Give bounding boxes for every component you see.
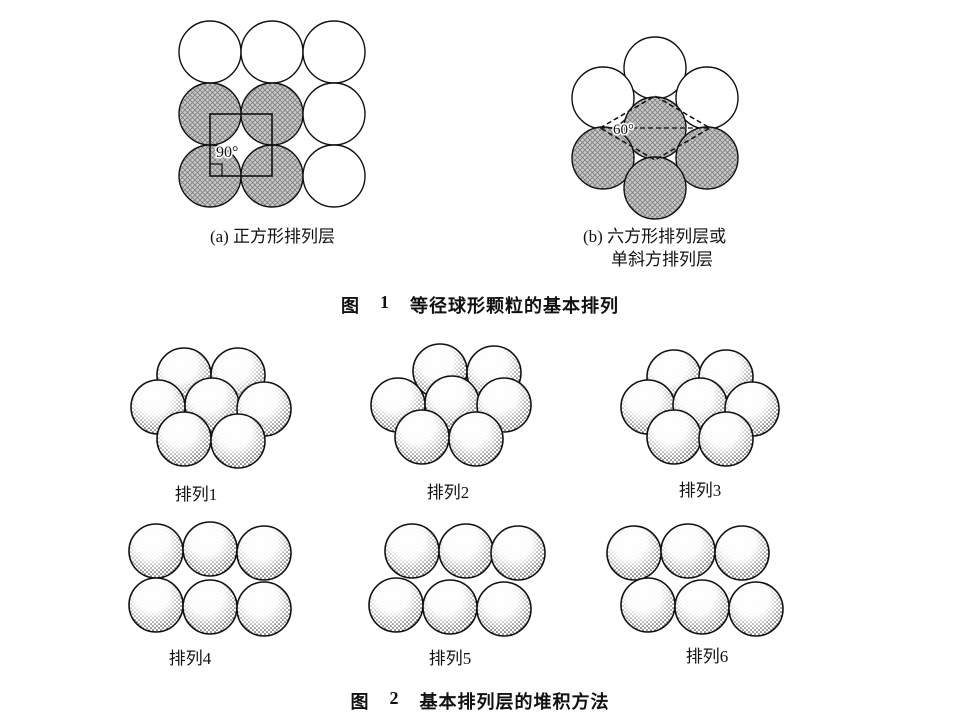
sphere: [728, 581, 784, 637]
arrangement-cluster-1: [130, 347, 292, 469]
sphere: [182, 521, 238, 577]
sphere: [236, 581, 292, 637]
sphere: [606, 525, 662, 581]
sphere: [182, 579, 238, 635]
particle-circle: [302, 144, 366, 208]
right-angle-marker: [210, 163, 223, 176]
figure1-caption-title: 等径球形颗粒的基本排列: [410, 296, 619, 316]
sphere: [422, 579, 478, 635]
sphere: [236, 525, 292, 581]
particle-circle: [240, 20, 304, 84]
figure2-caption-number: 2: [389, 688, 400, 708]
arrangement-label-4: 排列4: [168, 649, 212, 668]
sphere: [156, 411, 212, 467]
figure1-caption: 图 1 等径球形颗粒的基本排列: [0, 292, 960, 318]
sphere: [620, 577, 676, 633]
square-angle-label: 90°: [216, 144, 238, 161]
unit-square: [209, 113, 273, 177]
figure2-caption: 图 2 基本排列层的堆积方法: [0, 688, 960, 714]
hex-angle-label: 60°: [613, 122, 634, 138]
sphere: [438, 523, 494, 579]
sphere: [448, 411, 504, 467]
sphere: [674, 579, 730, 635]
sphere: [660, 523, 716, 579]
caption-square-layer: (a) 正方形排列层: [209, 227, 336, 246]
arrangement-cluster-4: [128, 521, 292, 637]
sphere: [714, 525, 770, 581]
particle-circle: [178, 20, 242, 84]
arrangement-label-3: 排列3: [678, 481, 722, 500]
sphere: [210, 413, 266, 469]
sphere: [128, 523, 184, 579]
sphere: [394, 409, 450, 465]
arrangement-label-5: 排列5: [428, 649, 472, 668]
arrangement-cluster-5: [368, 523, 546, 637]
figure2-caption-title: 基本排列层的堆积方法: [419, 692, 610, 712]
caption-hex-layer-line2: 单斜方排列层: [611, 249, 713, 269]
stacking-clusters: [128, 343, 784, 637]
arrangement-label-2: 排列2: [426, 483, 470, 502]
arrangement-label-6: 排列6: [685, 647, 729, 666]
sphere: [128, 577, 184, 633]
sphere: [490, 525, 546, 581]
arrangement-cluster-2: [370, 343, 532, 467]
particle-circle-shaded: [623, 156, 687, 220]
particle-circle: [302, 20, 366, 84]
figure1-caption-label: 图: [341, 296, 360, 316]
particle-circle: [302, 82, 366, 146]
figure2-caption-label: 图: [350, 692, 370, 712]
figure1-caption-number: 1: [380, 292, 390, 312]
sphere: [698, 411, 754, 467]
unit-rhombus: [598, 95, 712, 161]
arrangement-label-1: 排列1: [174, 485, 218, 504]
caption-hex-layer-line1: (b) 六方形排列层或: [583, 227, 727, 246]
sphere: [384, 523, 440, 579]
sphere: [476, 581, 532, 637]
square-packing-diagram: [178, 20, 366, 208]
sphere: [646, 409, 702, 465]
sphere: [368, 577, 424, 633]
arrangement-cluster-3: [620, 349, 780, 467]
arrangement-cluster-6: [606, 523, 784, 637]
caption-hex-layer: (b) 六方形排列层或 单斜方排列层: [583, 226, 813, 272]
hex-packing-diagram: [571, 36, 739, 220]
